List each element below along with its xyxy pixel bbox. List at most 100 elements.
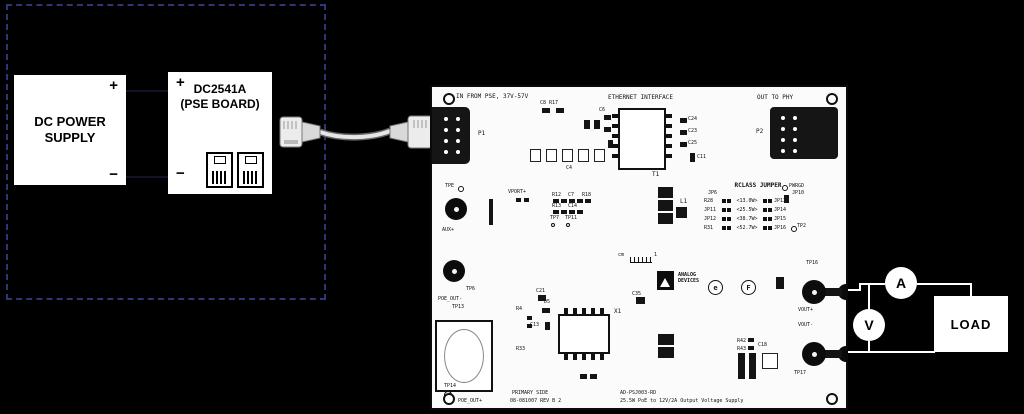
jumper-pads-icon — [722, 216, 731, 221]
pcb-silkscreen-label: PWRGD — [789, 183, 805, 189]
ic-x1 — [558, 308, 610, 360]
pcb-silkscreen-label: R18 — [582, 192, 592, 198]
pcb-silkscreen-label: POE_OUT+ — [458, 398, 483, 404]
pse-group-outline — [6, 4, 326, 300]
pcb-pad — [545, 322, 550, 330]
pcb-pad — [577, 210, 583, 214]
pcb-pad — [820, 288, 842, 296]
turret-terminal — [443, 260, 465, 282]
pcb-silkscreen-label: TP14 — [444, 383, 457, 389]
rclass-title: RCLASS JUMPER — [734, 182, 782, 189]
pse-minus-terminal: − — [176, 165, 185, 182]
pcb-pad — [784, 195, 789, 203]
pcb-silkscreen-label: TP17 — [794, 370, 807, 376]
pcb-silkscreen-label: C4 — [566, 165, 573, 171]
pcb-silkscreen-label: L1 — [680, 198, 688, 205]
pcb-pad — [580, 374, 587, 379]
output-wires — [848, 283, 972, 353]
jumper-ref-label: JP16 — [774, 224, 787, 231]
mounting-hole — [443, 93, 455, 105]
pcb-pad — [527, 324, 532, 328]
pcb-silkscreen-label: C21 — [536, 288, 546, 294]
cm-ruler-ticks — [630, 257, 652, 263]
pcb-pad — [553, 199, 559, 203]
pcb-pad — [749, 353, 756, 379]
connector-pin — [781, 138, 785, 142]
pcb-pad — [590, 374, 597, 379]
pcb-footprint — [578, 149, 589, 162]
pcb-pad — [658, 213, 673, 224]
pcb-footprint — [762, 353, 778, 369]
pcb-silkscreen-label: C35 — [632, 291, 642, 297]
pcb-silkscreen-label: C25 — [688, 140, 698, 146]
pcb-pad — [680, 118, 687, 123]
pcb-pad — [524, 198, 529, 202]
pcb-testpoint — [458, 186, 464, 192]
jumper-pads-icon — [722, 225, 731, 230]
pcb-silkscreen-label: P1 — [478, 130, 486, 137]
pcb-silkscreen-label: VOUT- — [798, 322, 814, 328]
pcb-silkscreen-label: AUX+ — [442, 227, 455, 233]
pcb-silkscreen-label: TP7 — [550, 215, 560, 221]
connector-pin — [793, 127, 797, 131]
rclass-jumper-row: JP12<38.7W>JP15 — [702, 214, 814, 223]
pcb-silkscreen-label: C7 — [568, 192, 575, 198]
supply-positive-wire — [126, 90, 168, 92]
connector-pin — [456, 150, 460, 154]
jumper-ref-label: JP12 — [704, 215, 717, 222]
pcb-pad — [527, 316, 532, 320]
pse-rj45-ports — [206, 152, 264, 188]
pcb-silkscreen-label: TP11 — [565, 215, 578, 221]
dc-power-supply-box: + − DC POWER SUPPLY — [14, 75, 126, 185]
rclass-jumper-row: JP11<25.5W>JP14 — [702, 205, 814, 214]
connector-pin — [444, 139, 448, 143]
pcb-silkscreen-label: 1 — [654, 252, 658, 258]
ic-pins-bottom — [564, 354, 604, 360]
load-label: LOAD — [950, 316, 992, 332]
jumper-pads-icon — [763, 216, 772, 221]
pcb-pad — [538, 295, 546, 301]
certification-mark-icon: F — [741, 280, 756, 295]
connector-pin — [793, 138, 797, 142]
analog-devices-logo-icon — [657, 271, 674, 290]
pcb-silkscreen-label: C24 — [688, 116, 698, 122]
jumper-power-label: <25.5W> — [736, 206, 758, 213]
connector-pin — [781, 127, 785, 131]
jumper-power-label: <13.0W> — [736, 197, 758, 204]
pcb-silkscreen-label: C11 — [697, 154, 707, 160]
pcb-silkscreen-label: POE_OUT- — [438, 296, 463, 302]
pcb-pad — [676, 207, 687, 218]
connector-pin — [781, 149, 785, 153]
ethernet-cable-icon — [279, 115, 433, 149]
rclass-jumper-row: R31<52.7W>JP16 — [702, 223, 814, 232]
jumper-pads-icon — [722, 207, 731, 212]
rj45-port-icon — [237, 152, 264, 188]
pcb-silkscreen-label: TP16 — [806, 260, 819, 266]
pse-title-line1: DC2541A — [193, 82, 247, 96]
pcb-silkscreen-label: C23 — [688, 128, 698, 134]
pcb-silkscreen-label: R33 — [516, 346, 526, 352]
pcb-silkscreen-label: R4 — [516, 306, 523, 312]
rclass-jumper-row: R28<13.0W>JP13 — [702, 196, 814, 205]
jumper-ref-label: JP14 — [774, 206, 787, 213]
pcb-silkscreen-label: D5 — [544, 299, 551, 305]
pcb-pad — [604, 115, 611, 120]
connector-pin — [444, 150, 448, 154]
pcb-pad — [820, 350, 842, 358]
supply-plus-terminal: + — [109, 77, 118, 94]
pcb-silkscreen-label: DEVICES — [678, 278, 700, 284]
ic-pins-top — [564, 308, 604, 314]
turret-terminal — [445, 198, 467, 220]
pcb-silkscreen-label: TP6 — [466, 286, 476, 292]
pcb-testpoint — [782, 185, 788, 191]
pcb-pad — [594, 120, 600, 129]
connector-pin — [781, 116, 785, 120]
pcb-silkscreen-label: IN FROM PSE, 37V-57V — [456, 93, 529, 100]
connector-pin — [444, 117, 448, 121]
pcb-pad — [489, 199, 493, 225]
pse-title: DC2541A (PSE BOARD) — [168, 82, 272, 112]
pcb-silkscreen-label: ANALOG — [678, 272, 697, 278]
pcb-silkscreen-label: PRIMARY SIDE — [512, 390, 549, 396]
